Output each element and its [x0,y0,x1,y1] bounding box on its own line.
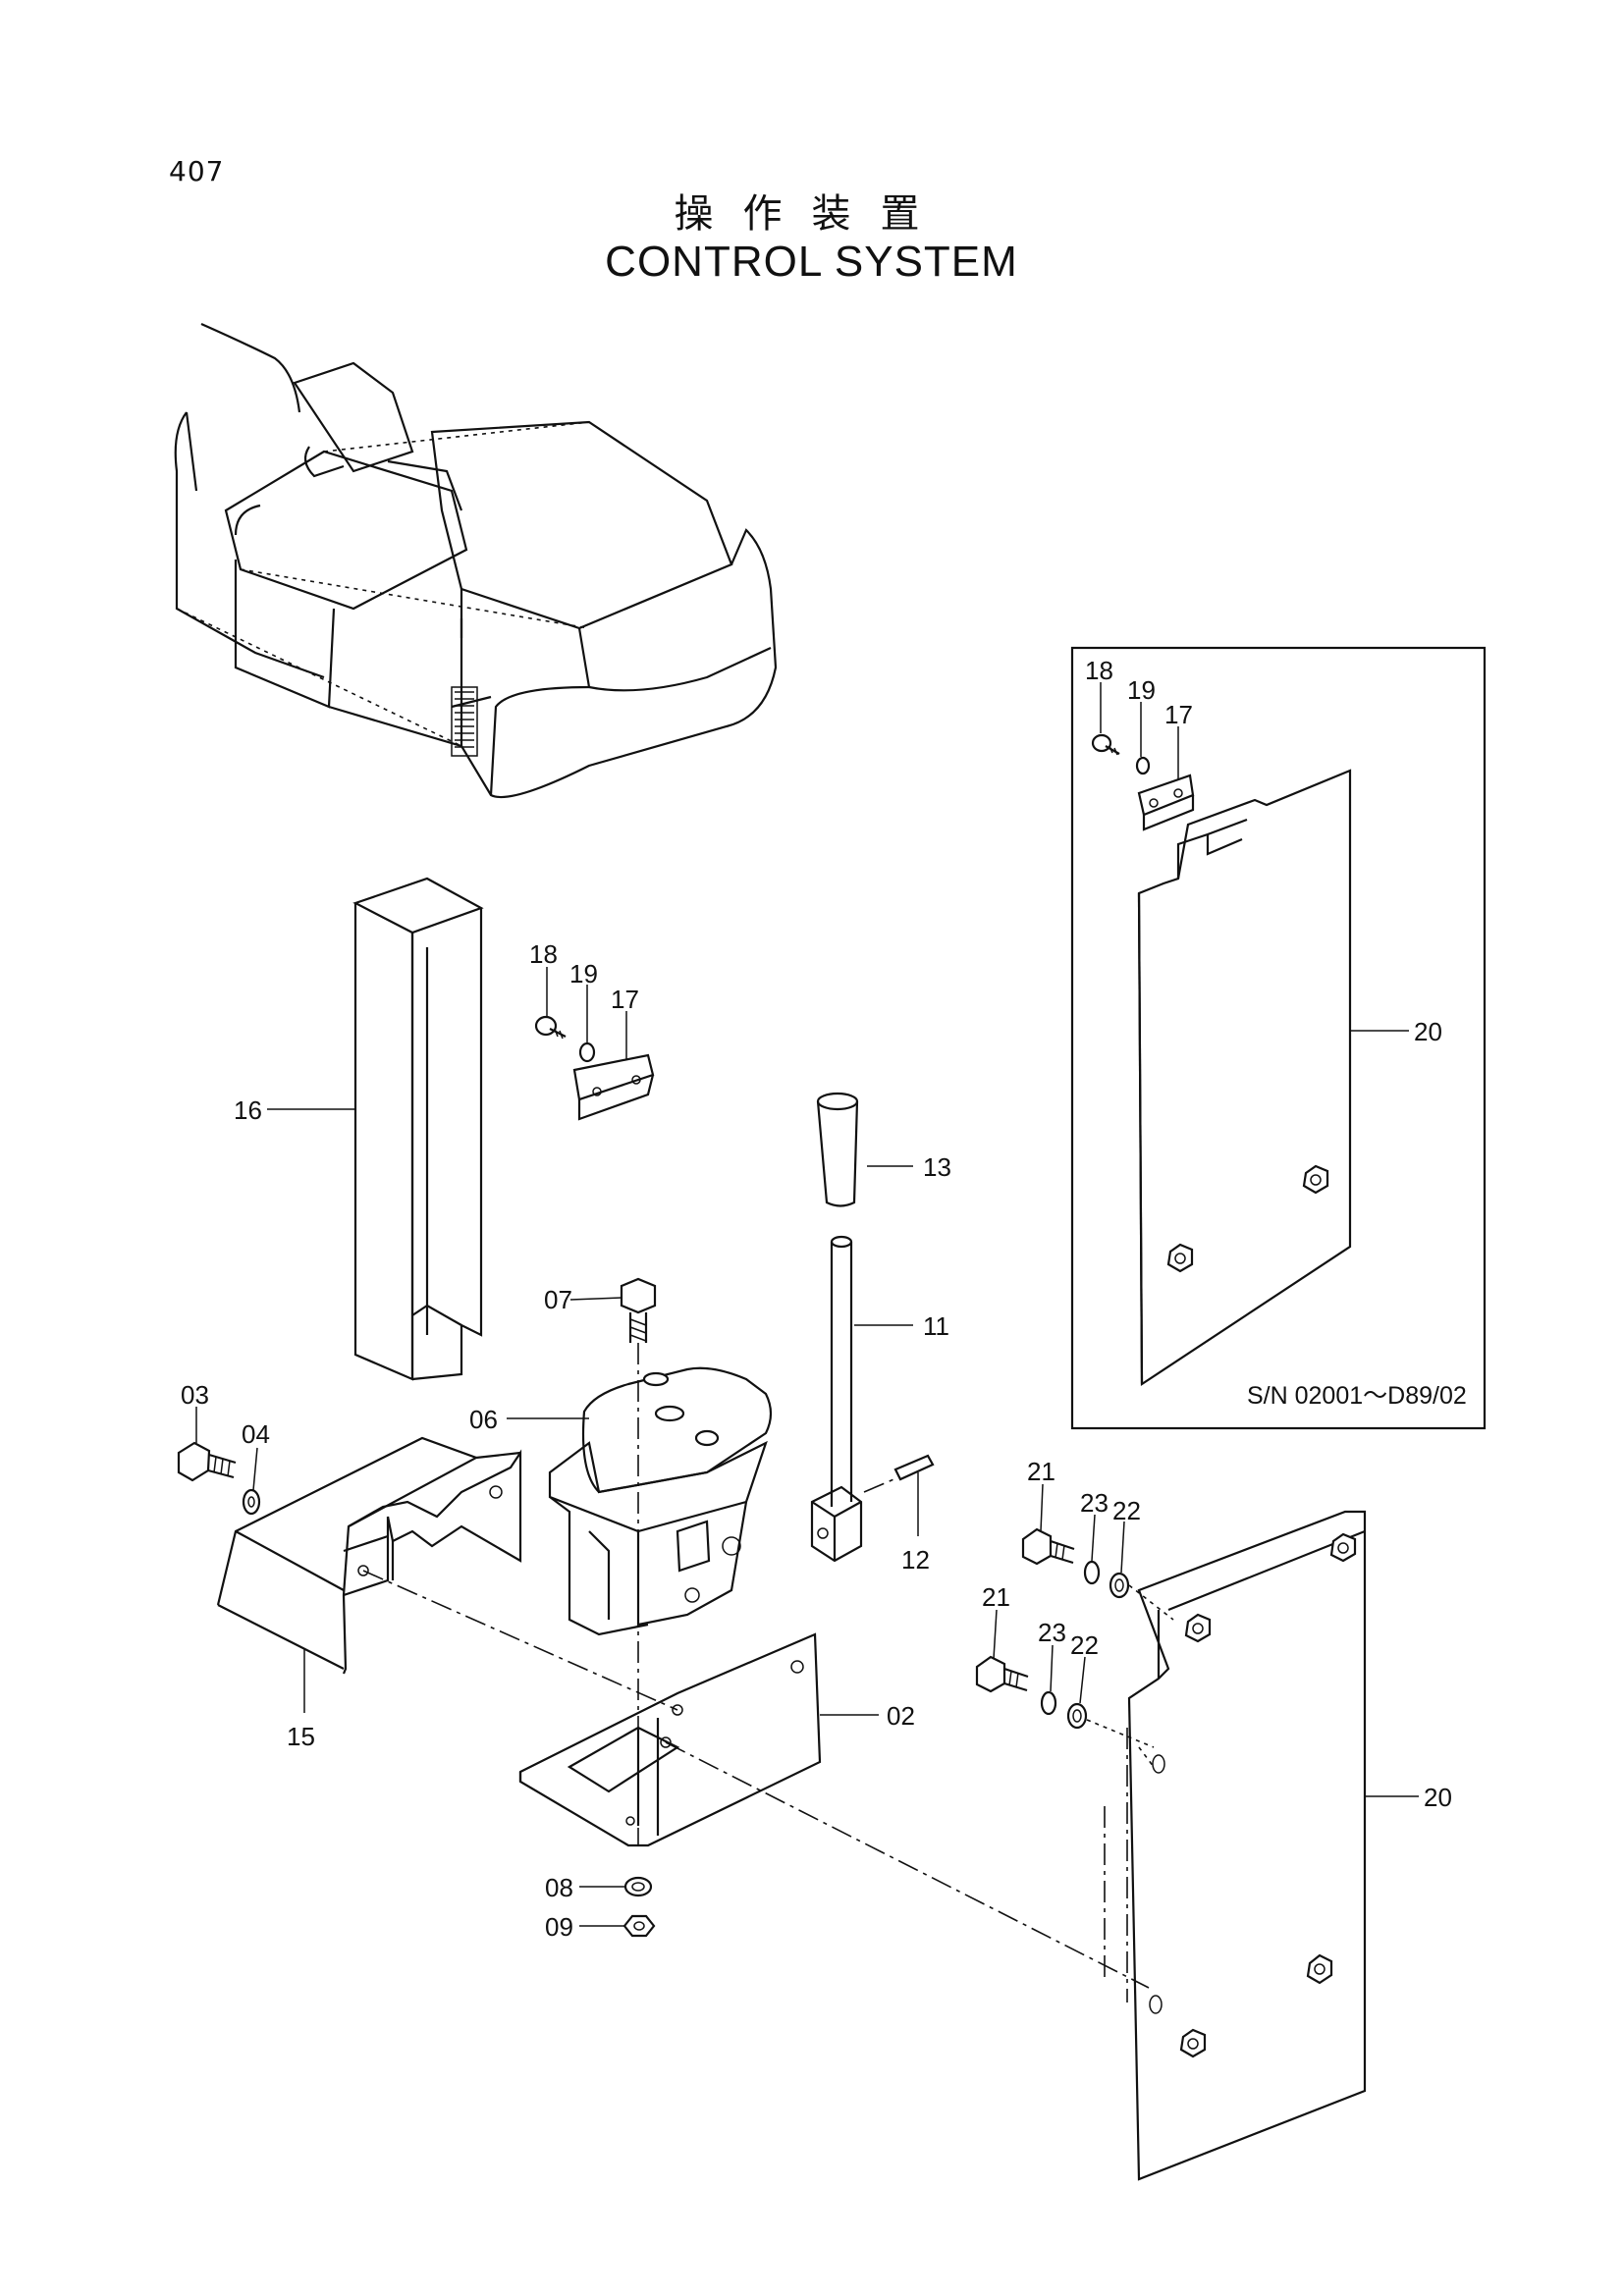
title-english: CONTROL SYSTEM [605,238,1018,286]
bracket-assembly-middle [534,1015,655,1121]
callout-23-upper: 23 [1080,1488,1109,1518]
callout-20-lower: 20 [1424,1783,1452,1812]
bolt-set-lower [975,1655,1155,1748]
serial-number-note: S/N 02001～D89/02 [1247,1382,1467,1410]
callout-16: 16 [234,1095,262,1125]
callout-17-inset: 17 [1164,700,1193,729]
callout-12: 12 [901,1545,930,1575]
part-02-base-bracket [518,1632,822,1847]
callout-20-inset: 20 [1414,1017,1442,1046]
part-20-panel-lower [1104,1510,1367,2181]
callout-23-lower: 23 [1038,1618,1066,1647]
callout-06: 06 [469,1405,498,1434]
callout-22-lower: 22 [1070,1630,1099,1660]
part-03-bolt [177,1441,237,1482]
callout-13: 13 [923,1152,951,1182]
callout-21-lower: 21 [982,1582,1010,1612]
callout-08: 08 [545,1873,573,1902]
part-16-channel-cover [352,877,484,1381]
callout-09: 09 [545,1912,573,1942]
bolt-set-upper [1021,1527,1174,1621]
callout-18-inset: 18 [1085,656,1113,685]
callout-15: 15 [287,1722,315,1751]
part-09-nut [622,1914,656,1938]
callout-19-middle: 19 [569,959,598,988]
callout-03: 03 [181,1380,209,1410]
part-11-lever [810,1235,863,1563]
title-japanese: 操作装置 [674,191,949,237]
part-06-control-valve [548,1366,773,1636]
callout-18-middle: 18 [529,939,558,969]
callout-17-middle: 17 [611,985,639,1014]
leader-lines [195,682,1419,1927]
part-12-pin [863,1454,935,1493]
inset-box [1070,646,1487,1430]
callout-21-upper: 21 [1027,1457,1055,1486]
assembly-line-02-20 [665,1741,1150,1989]
callout-04: 04 [242,1419,270,1449]
part-13-knob [816,1092,859,1207]
assembly-line-15-02 [362,1570,678,1711]
part-08-washer [623,1876,653,1897]
callout-07: 07 [544,1285,572,1314]
callout-19-inset: 19 [1127,675,1156,705]
page-number: 407 [169,155,225,187]
callout-02: 02 [887,1701,915,1731]
part-04-washer [242,1488,261,1516]
callout-11: 11 [923,1311,949,1341]
callout-22-upper: 22 [1112,1496,1141,1525]
part-15-bracket [216,1436,522,1675]
machine-body-illustration [174,322,778,799]
